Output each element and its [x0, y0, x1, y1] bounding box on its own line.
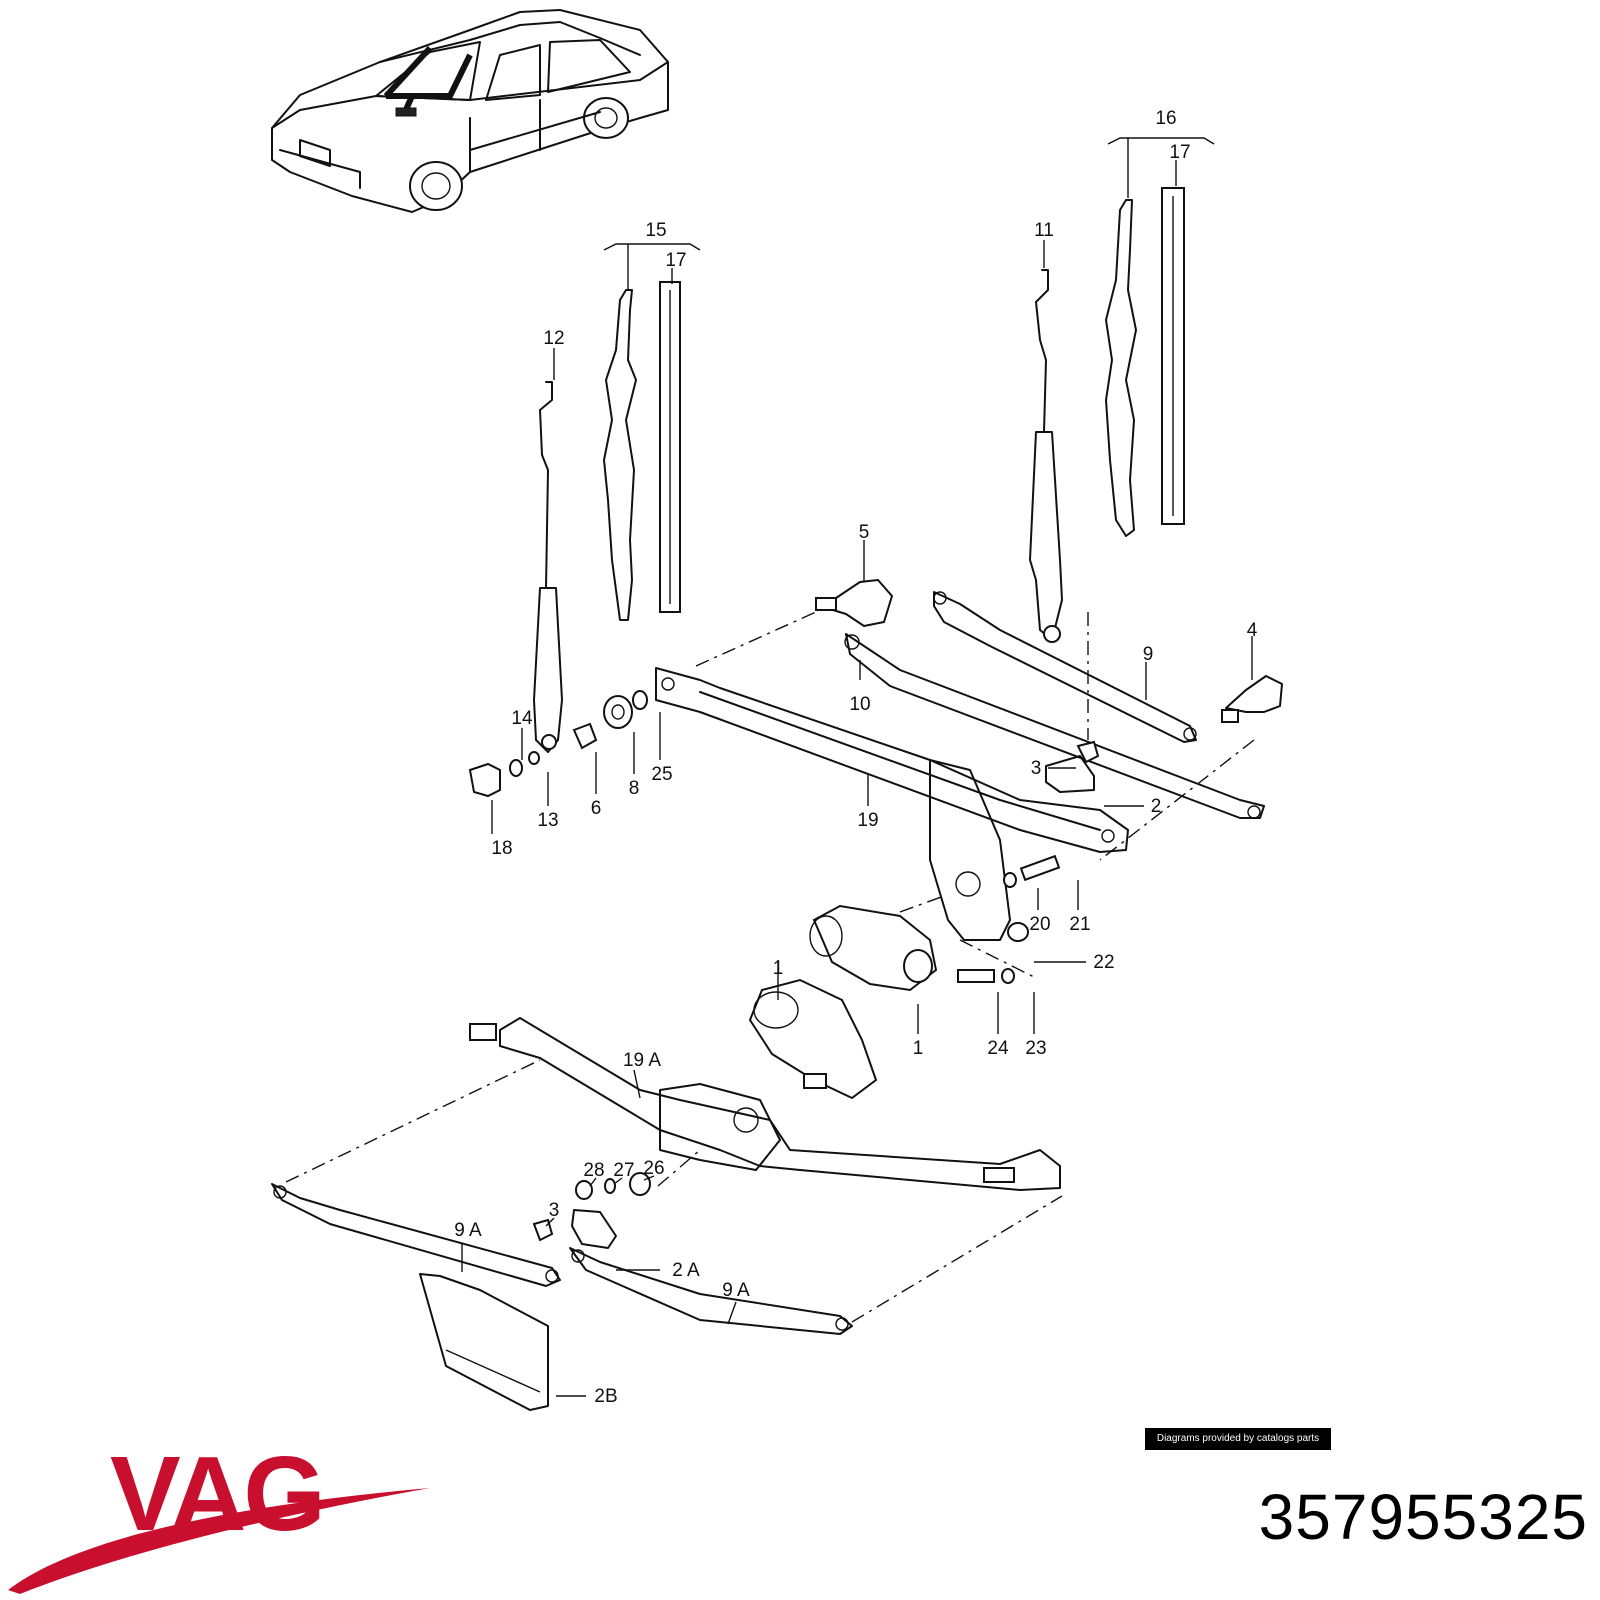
- wiper-blade-right: [1105, 187, 1185, 537]
- part-label-1-upper: 1: [773, 958, 784, 979]
- leader-lines: [461, 137, 1253, 1397]
- wiper-motor-lower: [748, 978, 878, 1100]
- part-label-22: 22: [1093, 952, 1114, 973]
- part-label-5: 5: [859, 522, 870, 543]
- upper-linkage: [655, 579, 1283, 979]
- brand-name: VAG: [110, 1440, 323, 1553]
- wiper-blade-left: [603, 281, 681, 621]
- part-label-17-right: 17: [1169, 142, 1190, 163]
- upper-small-parts: [468, 690, 1100, 984]
- part-number: 357955325: [1258, 1481, 1588, 1553]
- part-label-4: 4: [1247, 620, 1258, 641]
- part-label-13: 13: [537, 810, 558, 831]
- part-label-2: 2: [1151, 796, 1162, 817]
- part-label-6: 6: [591, 798, 602, 819]
- vag-logo: VAG: [8, 1440, 430, 1594]
- part-label-26: 26: [643, 1158, 664, 1179]
- part-label-3-lower: 3: [549, 1200, 560, 1221]
- part-label-9a-right: 9 A: [722, 1280, 750, 1301]
- part-label-24: 24: [987, 1038, 1009, 1059]
- part-label-19a: 19 A: [623, 1050, 661, 1071]
- wiper-arm-right: [1029, 269, 1063, 643]
- part-label-19: 19: [857, 810, 878, 831]
- part-label-23: 23: [1025, 1038, 1046, 1059]
- part-label-17-left: 17: [665, 250, 686, 271]
- credit-banner: Diagrams provided by catalogs parts: [1145, 1428, 1331, 1450]
- part-label-9: 9: [1143, 644, 1154, 665]
- part-label-1-lower: 1: [913, 1038, 924, 1059]
- part-label-8: 8: [629, 778, 640, 799]
- part-label-25: 25: [651, 764, 672, 785]
- part-label-12: 12: [543, 328, 564, 349]
- part-label-11: 11: [1034, 220, 1054, 241]
- part-labels: 15 17 12 16 17 11 5 4 9 10 3 2 19 14 13 …: [454, 108, 1257, 1407]
- car-illustration: [271, 9, 669, 213]
- part-label-9a-left: 9 A: [454, 1220, 482, 1241]
- part-label-2b: 2B: [594, 1386, 617, 1407]
- part-label-18: 18: [491, 838, 512, 859]
- part-label-15: 15: [645, 220, 666, 241]
- wiper-arm-left: [533, 381, 563, 753]
- part-label-10: 10: [849, 694, 870, 715]
- part-label-14: 14: [511, 708, 533, 729]
- part-label-20: 20: [1029, 914, 1050, 935]
- part-label-16: 16: [1155, 108, 1176, 129]
- wiper-motor-upper: [809, 904, 938, 992]
- part-label-3-upper: 3: [1031, 758, 1042, 779]
- part-label-28: 28: [583, 1160, 604, 1181]
- part-label-2a: 2 A: [672, 1260, 700, 1281]
- part-label-27: 27: [613, 1160, 634, 1181]
- part-label-21: 21: [1069, 914, 1090, 935]
- lower-linkage: [271, 1017, 1063, 1411]
